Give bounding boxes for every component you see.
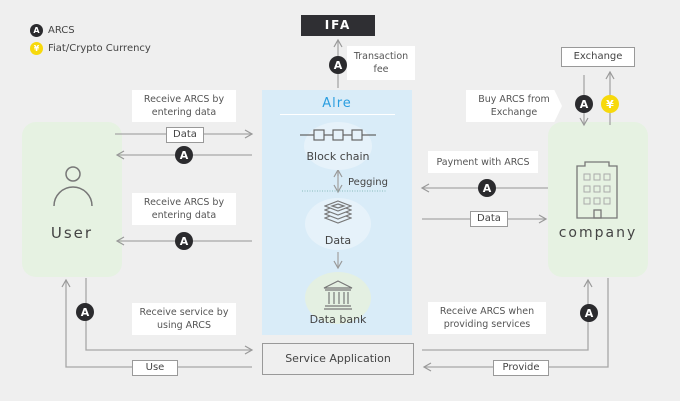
data-tag-company: Data [470, 211, 508, 227]
buy-arcs-note: Buy ARCS from Exchange [466, 90, 562, 122]
use-tag: Use [132, 360, 178, 376]
yen-coin-icon: ¥ [601, 95, 619, 113]
block-chain-label: Block chain [306, 150, 370, 163]
note-receive-arcs-providing: Receive ARCS when providing services [428, 302, 546, 334]
arrow-company-arcs [422, 278, 593, 351]
alre-divider [280, 114, 395, 115]
bank-icon [323, 280, 353, 310]
ifa-box: IFA [301, 15, 375, 36]
arcs-coin-icon: A [76, 303, 94, 321]
user-label: User [50, 224, 94, 242]
note-receive-arcs-top: Receive ARCS by entering data [132, 90, 236, 122]
block-chain-icon [300, 129, 376, 141]
arcs-coin-icon: A [30, 24, 43, 37]
note-payment-arcs: Payment with ARCS [428, 151, 538, 173]
user-box [22, 122, 122, 277]
data-tag-user: Data [166, 127, 204, 143]
exchange-box: Exchange [561, 47, 635, 67]
arcs-coin-icon: A [580, 304, 598, 322]
user-icon [53, 166, 93, 207]
company-label: company [558, 225, 638, 241]
arcs-coin-icon: A [175, 146, 193, 164]
legend: A ARCS ¥ Fiat/Crypto Currency [30, 24, 151, 55]
arcs-coin-icon: A [175, 232, 193, 250]
note-receive-service: Receive service by using ARCS [132, 303, 236, 335]
arrow-use [61, 278, 252, 368]
arcs-coin-icon: A [329, 56, 347, 74]
data-bank-label: Data bank [309, 313, 367, 326]
yen-coin-icon: ¥ [30, 42, 43, 55]
provide-tag: Provide [493, 360, 549, 376]
data-label: Data [324, 234, 352, 247]
arcs-coin-icon: A [478, 179, 496, 197]
arcs-coin-icon: A [575, 95, 593, 113]
alre-title: Alre [322, 96, 352, 111]
arrow-user-service [85, 278, 254, 355]
transaction-fee-note: Transaction fee [347, 46, 415, 80]
company-box [548, 122, 648, 277]
legend-item-arcs: A ARCS [30, 24, 151, 37]
building-icon [576, 161, 618, 219]
legend-label: ARCS [48, 25, 75, 36]
legend-item-fiat: ¥ Fiat/Crypto Currency [30, 42, 151, 55]
service-application-box[interactable]: Service Application [262, 343, 414, 375]
note-receive-arcs-mid: Receive ARCS by entering data [132, 193, 236, 225]
database-icon [324, 200, 352, 224]
legend-label: Fiat/Crypto Currency [48, 43, 151, 54]
pegging-label: Pegging [348, 177, 388, 188]
arrow-provide [422, 278, 609, 372]
